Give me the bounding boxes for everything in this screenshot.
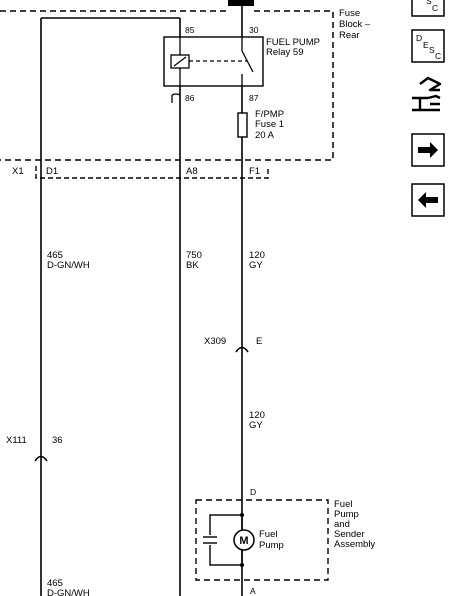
connector-x309-label: X309 — [204, 336, 226, 347]
fuel-pump-motor — [203, 513, 255, 567]
assembly-label-4: Sender — [334, 529, 365, 540]
desc-d: D — [416, 33, 422, 43]
fuse-label-2: Fuse 1 — [255, 119, 284, 130]
sc-sup: S — [426, 0, 432, 6]
wire-465b-color: D-GN/WH — [47, 588, 90, 596]
desc-c: C — [435, 51, 441, 61]
wire-120b-number: 120 — [249, 410, 265, 421]
wire-465-color: D-GN/WH — [47, 260, 90, 271]
desc-e: E — [423, 40, 429, 50]
connector-x309-pin: E — [256, 336, 262, 347]
fuse-symbol — [237, 112, 248, 138]
connector-f1-label: F1 — [249, 166, 260, 177]
fuse-label-1: F/PMP — [255, 109, 284, 120]
wire-120-color: GY — [249, 260, 263, 271]
connector-icon — [412, 76, 442, 112]
fuel-pump-relay — [163, 36, 264, 87]
motor-symbol: M — [239, 535, 248, 547]
wire-465 — [40, 17, 181, 596]
relay-switch-arm — [241, 50, 254, 73]
arrow-right-icon — [418, 142, 438, 158]
relay-label-1: FUEL PUMP — [266, 37, 320, 48]
wire-465-number: 465 — [47, 250, 63, 261]
pin-87-label: 87 — [249, 93, 259, 103]
connector-d1-label: D1 — [46, 166, 58, 177]
connector-x111-pin: 36 — [52, 435, 63, 446]
fuse-label-3: 20 A — [255, 130, 275, 141]
top-terminal — [228, 0, 254, 6]
fuse-block-title-3: Rear — [339, 30, 360, 41]
arrow-left-icon — [418, 192, 438, 208]
connector-x309-symbol — [235, 346, 249, 353]
sc-sub: C — [432, 3, 438, 13]
pin-86-label: 86 — [185, 93, 195, 103]
wire-120-number: 120 — [249, 250, 265, 261]
description-button[interactable]: D E S C — [411, 29, 445, 63]
assembly-label-3: and — [334, 519, 350, 530]
pin-86-connector — [171, 93, 181, 103]
connector-x1-row — [35, 166, 269, 179]
connector-a8-label: A8 — [186, 166, 198, 177]
pump-pin-d-label: D — [250, 487, 256, 497]
pump-label-2: Pump — [259, 540, 284, 551]
relay-label-2: Relay 59 — [266, 47, 304, 58]
desc-s: S — [429, 45, 435, 55]
fuel-pump-assembly-enclosure — [195, 499, 329, 581]
connector-x1-label: X1 — [12, 166, 24, 177]
wire-465b-number: 465 — [47, 578, 63, 589]
fuse-block-title-1: Fuse — [339, 8, 360, 19]
connector-x111-label: X111 — [6, 435, 27, 446]
pin-85-label: 85 — [185, 25, 195, 35]
wire-750-number: 750 — [186, 250, 202, 261]
assembly-label-5: Assembly — [334, 539, 375, 550]
pump-pin-a-label: A — [250, 586, 256, 596]
pump-label-1: Fuel — [259, 529, 277, 540]
schematic-connector-button[interactable]: S C — [411, 0, 445, 17]
wire-750-color: BK — [186, 260, 199, 271]
pin-30-label: 30 — [249, 25, 259, 35]
fuse-block-title-2: Block – — [339, 19, 371, 30]
previous-page-button[interactable] — [411, 183, 445, 217]
next-page-button[interactable] — [411, 133, 445, 167]
assembly-label-2: Pump — [334, 509, 359, 520]
wire-120b-color: GY — [249, 420, 263, 431]
fuse-block-enclosure — [0, 0, 334, 161]
connector-x111-symbol — [34, 455, 48, 462]
assembly-label-1: Fuel — [334, 499, 352, 510]
connector-view-button[interactable] — [412, 76, 442, 112]
